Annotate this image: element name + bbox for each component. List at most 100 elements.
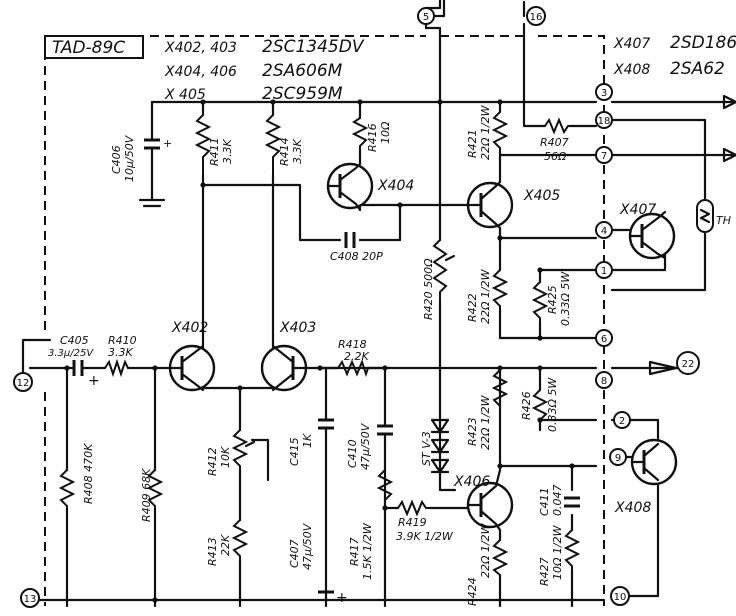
- transistor-x408: X408: [614, 438, 678, 516]
- svg-text:3.3μ/25V: 3.3μ/25V: [48, 348, 94, 359]
- terminal-7: 7: [595, 146, 613, 164]
- svg-text:R423: R423: [466, 417, 479, 446]
- r412-symbol: [231, 429, 249, 470]
- c405-symbol: +: [72, 360, 100, 389]
- svg-text:R414: R414: [278, 137, 291, 166]
- svg-text:8: 8: [601, 376, 607, 387]
- component-labels: C406 10μ/50V R411 3.3K R414 3.3K R416 10…: [48, 104, 572, 606]
- junction-dots: [64, 99, 575, 603]
- svg-text:R420 500Ω: R420 500Ω: [422, 258, 435, 320]
- r425-symbol: [531, 281, 549, 322]
- svg-text:X405: X405: [523, 188, 560, 204]
- svg-text:C410: C410: [346, 439, 359, 468]
- terminal-1: 1: [595, 261, 613, 279]
- r410-symbol: [104, 358, 129, 378]
- c415-symbol: [318, 418, 334, 472]
- transistor-type-list: X402, 403 2SC1345DV X404, 406 2SA606M X …: [164, 33, 736, 104]
- svg-text:6: 6: [601, 334, 607, 345]
- transistor-x403: X403: [260, 320, 316, 392]
- svg-text:10μ/50V: 10μ/50V: [123, 134, 136, 182]
- terminal-2: 2: [613, 411, 631, 429]
- svg-text:3.3K: 3.3K: [108, 346, 133, 359]
- svg-text:R416: R416: [366, 123, 379, 152]
- svg-text:R407: R407: [540, 136, 569, 149]
- r419-symbol: [397, 499, 428, 517]
- r408-symbol: [58, 469, 76, 508]
- svg-text:X403: X403: [279, 320, 316, 336]
- r417-symbol: [376, 469, 394, 508]
- transistor-x406: X406: [453, 468, 514, 532]
- svg-text:X408: X408: [614, 500, 651, 516]
- svg-text:R422: R422: [466, 293, 479, 322]
- r427-symbol: [563, 529, 581, 570]
- terminal-5: 5: [417, 7, 435, 25]
- svg-text:X404, 406: X404, 406: [164, 64, 237, 80]
- svg-text:X407: X407: [619, 202, 656, 218]
- svg-text:R412: R412: [206, 447, 219, 476]
- svg-text:R427: R427: [538, 557, 551, 586]
- svg-text:ST V-3: ST V-3: [420, 431, 433, 466]
- transistor-x405: X405: [466, 180, 560, 230]
- svg-text:R409 68K: R409 68K: [140, 468, 153, 522]
- svg-text:+: +: [163, 137, 172, 150]
- svg-text:R426: R426: [520, 391, 533, 420]
- r421-symbol: [491, 111, 509, 152]
- r416-symbol: [351, 117, 369, 150]
- r420-symbol: [432, 239, 448, 300]
- svg-text:+: +: [88, 373, 100, 389]
- thermistor-symbol: TH: [696, 199, 731, 233]
- svg-text:2SC959M: 2SC959M: [262, 84, 343, 104]
- svg-text:TH: TH: [716, 214, 731, 227]
- svg-text:47μ/50V: 47μ/50V: [301, 522, 314, 570]
- terminal-8: 8: [595, 371, 613, 389]
- svg-text:X406: X406: [453, 474, 490, 490]
- svg-text:22Ω 1/2W: 22Ω 1/2W: [479, 104, 492, 160]
- r418-symbol: [337, 359, 369, 378]
- svg-text:56Ω: 56Ω: [544, 150, 567, 163]
- svg-text:10K: 10K: [219, 446, 232, 468]
- svg-text:2: 2: [619, 416, 625, 427]
- svg-text:X404: X404: [377, 178, 414, 194]
- terminal-18: 18: [595, 111, 613, 129]
- c411-symbol: [564, 496, 580, 508]
- svg-text:0.047: 0.047: [551, 485, 564, 517]
- terminal-13: 13: [20, 588, 40, 608]
- svg-text:22Ω 1/2W: 22Ω 1/2W: [479, 394, 492, 450]
- svg-text:3.9K 1/2W: 3.9K 1/2W: [396, 530, 454, 543]
- svg-text:C411: C411: [538, 487, 551, 516]
- diode-string: [430, 418, 450, 474]
- r423-symbol: [491, 369, 509, 420]
- svg-text:X407: X407: [613, 36, 650, 52]
- svg-text:22Ω 1/2W: 22Ω 1/2W: [479, 268, 492, 324]
- svg-text:R421: R421: [466, 129, 479, 158]
- r426-symbol: [531, 389, 549, 430]
- c408-symbol: [344, 232, 356, 248]
- svg-text:X 405: X 405: [164, 87, 206, 103]
- svg-text:0.33Ω 5W: 0.33Ω 5W: [546, 377, 559, 432]
- svg-text:R413: R413: [206, 537, 219, 566]
- capacitor-symbols: + + +: [72, 137, 580, 606]
- svg-text:C405: C405: [60, 334, 89, 347]
- board-outline: [44, 35, 605, 606]
- svg-text:5: 5: [423, 12, 429, 23]
- svg-text:7: 7: [601, 151, 607, 162]
- svg-text:R408 470K: R408 470K: [82, 443, 95, 504]
- board-title: TAD-89C: [52, 38, 125, 58]
- transistor-x404: X404: [326, 162, 414, 212]
- svg-text:18: 18: [598, 116, 611, 127]
- svg-text:C408 20P: C408 20P: [330, 250, 383, 263]
- svg-text:22K: 22K: [219, 534, 232, 556]
- r411-symbol: [194, 114, 212, 175]
- transistor-x402: X402: [168, 320, 216, 392]
- svg-text:16: 16: [530, 12, 543, 23]
- svg-text:2.2K: 2.2K: [344, 350, 369, 363]
- svg-text:R410: R410: [108, 334, 137, 347]
- svg-text:C415: C415: [288, 437, 301, 466]
- svg-text:R418: R418: [338, 338, 367, 351]
- r409-symbol: [146, 469, 164, 508]
- svg-text:47μ/50V: 47μ/50V: [359, 422, 372, 470]
- svg-text:22: 22: [682, 359, 695, 370]
- svg-text:10: 10: [614, 592, 627, 603]
- terminal-16: 16: [526, 6, 546, 26]
